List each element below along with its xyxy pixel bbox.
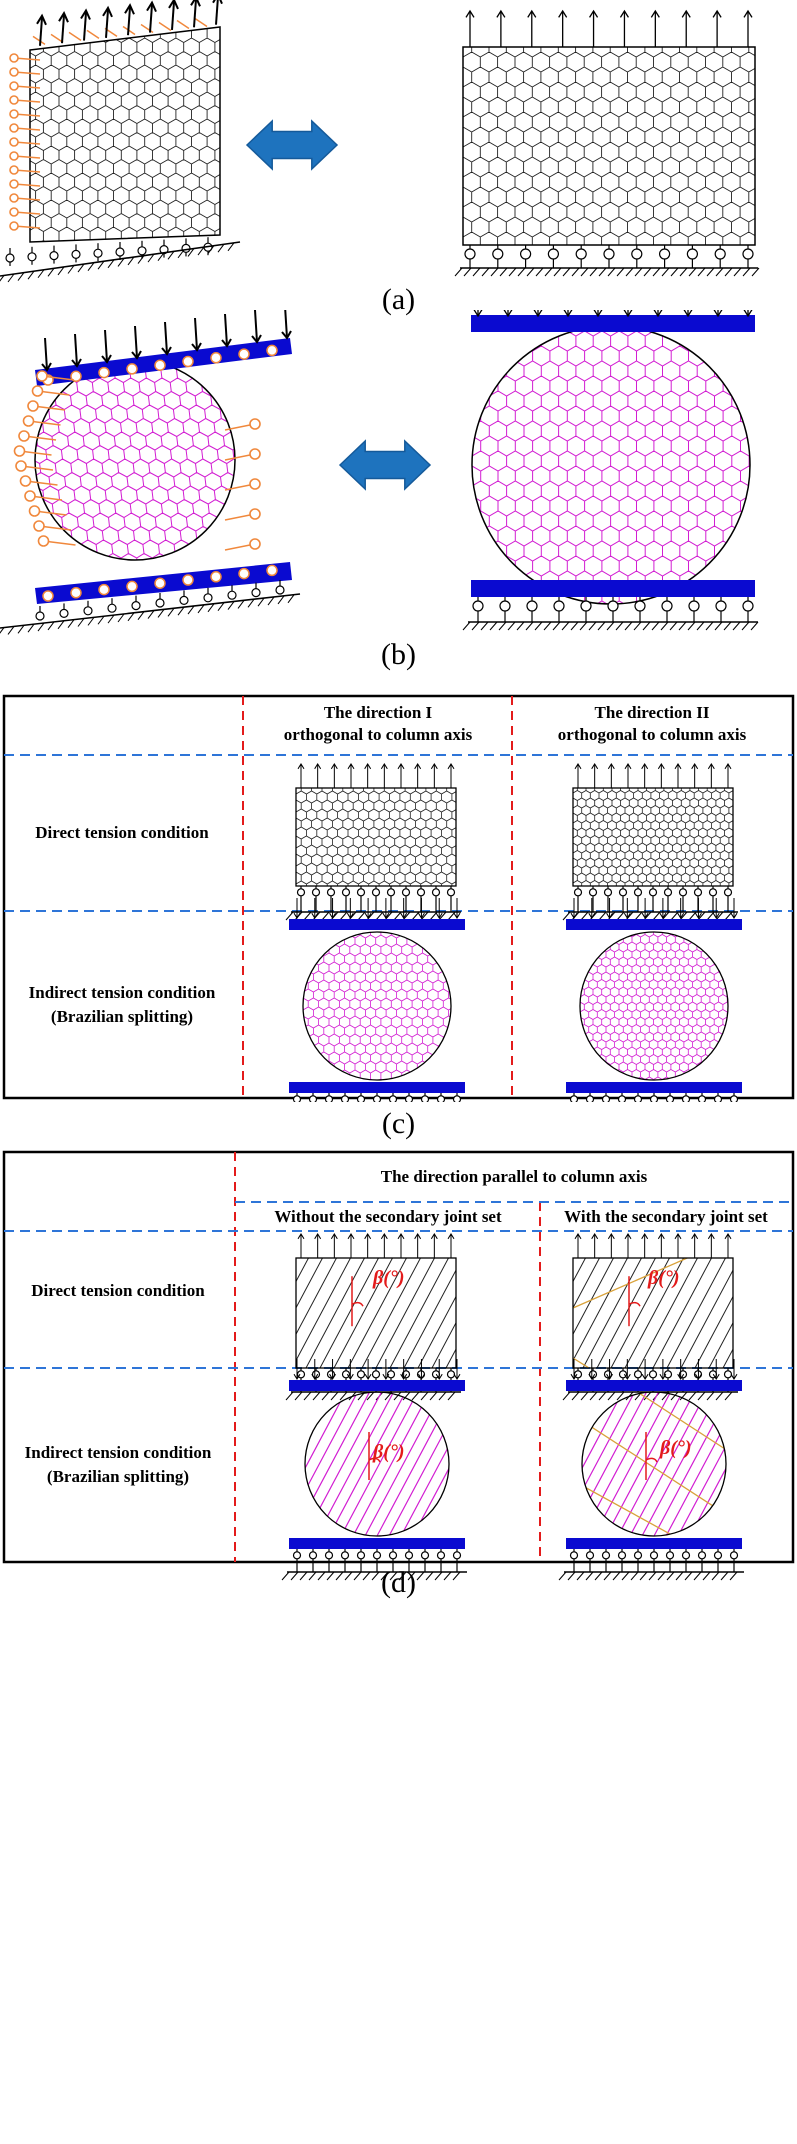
row-label-brazilian: (Brazilian splitting) xyxy=(51,1007,193,1026)
angle-label: β(°) xyxy=(647,1267,680,1289)
double-arrow-icon xyxy=(338,439,432,491)
table-d: The direction parallel to column axis Wi… xyxy=(2,1150,795,1581)
skewed-hex-specimen xyxy=(0,0,241,283)
column-header-parallel: The direction parallel to column axis xyxy=(381,1167,648,1186)
angle-label: β(°) xyxy=(372,1267,405,1289)
column-header-direction-ii: The direction II xyxy=(595,703,710,722)
regular-brazilian-disc xyxy=(462,310,759,631)
panel-a-diagram xyxy=(0,0,760,283)
column-header-direction-i-sub: orthogonal to column axis xyxy=(284,725,473,744)
panel-b-diagram xyxy=(0,310,759,635)
regular-hex-specimen xyxy=(454,9,760,277)
caption-c: (c) xyxy=(381,1107,416,1140)
column-header-with-secondary: With the secondary joint set xyxy=(564,1207,768,1226)
row-label-indirect-tension: Indirect tension condition xyxy=(25,1443,212,1462)
caption-a: (a) xyxy=(381,283,416,316)
row-label-direct-tension: Direct tension condition xyxy=(31,1281,205,1300)
row-label-indirect-tension: Indirect tension condition xyxy=(29,983,216,1002)
row-label-brazilian: (Brazilian splitting) xyxy=(47,1467,189,1486)
table-d-figures xyxy=(281,1233,744,1581)
double-arrow-icon xyxy=(245,119,339,171)
angle-label: β(°) xyxy=(372,1441,405,1463)
column-header-direction-i: The direction I xyxy=(324,703,433,722)
caption-b: (b) xyxy=(381,638,416,671)
row-label-direct-tension: Direct tension condition xyxy=(35,823,209,842)
angle-label: β(°) xyxy=(659,1437,692,1459)
column-header-without-secondary: Without the secondary joint set xyxy=(274,1207,502,1226)
caption-d: (d) xyxy=(381,1566,416,1599)
table-c-figures xyxy=(285,763,742,1102)
table-c: The direction I orthogonal to column axi… xyxy=(2,694,795,1102)
column-header-direction-ii-sub: orthogonal to column axis xyxy=(558,725,747,744)
skewed-brazilian-disc xyxy=(0,310,301,635)
